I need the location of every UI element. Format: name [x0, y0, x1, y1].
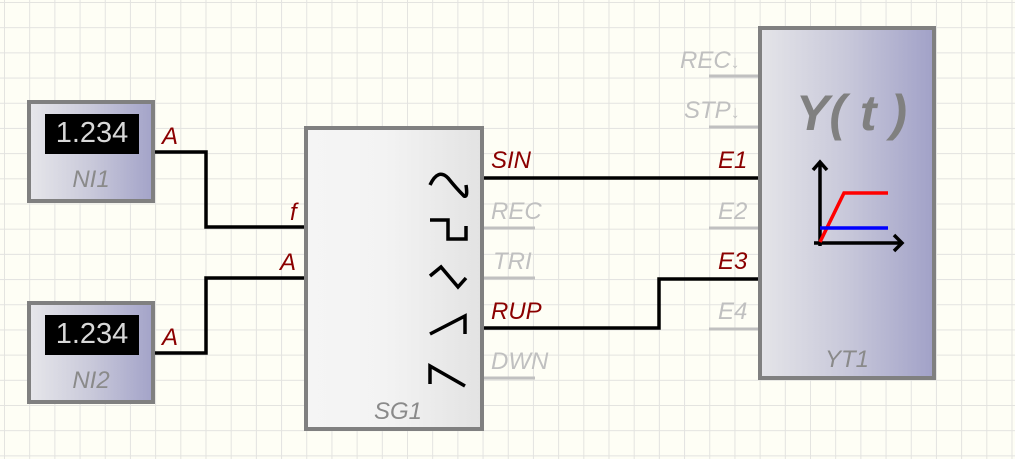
sg1-name: SG1	[373, 398, 423, 425]
sg1-output-tri-label: TRI	[493, 248, 532, 275]
yt-plot-icon	[811, 159, 905, 253]
ni1-block[interactable]: 1.234 NI1	[27, 100, 155, 203]
triangle-wave-icon	[428, 264, 468, 290]
red-trace	[818, 191, 888, 243]
yt1-input-e3-label: E3	[718, 248, 748, 275]
sg1-input-f-label: f	[290, 199, 297, 226]
sg1-output-rec-label: REC	[491, 198, 542, 225]
sg1-input-a-label: A	[280, 249, 297, 276]
sg1-output-rup-label: RUP	[491, 298, 542, 325]
yt1-rec-label: REC↓	[680, 47, 740, 74]
square-wave-icon	[430, 218, 468, 241]
sg1-output-dwn-label: DWN	[491, 348, 549, 375]
yt1-block[interactable]: Y( t ) YT1	[758, 26, 936, 380]
ni2-block[interactable]: 1.234 NI2	[27, 301, 155, 404]
yt1-name: YT1	[824, 346, 869, 373]
yt1-title: Y( t )	[796, 85, 908, 141]
sg1-output-sin-label: SIN	[491, 147, 532, 174]
ni1-output-label: A	[162, 123, 179, 150]
ni1-display: 1.234	[45, 114, 139, 154]
ni1-name: NI1	[72, 166, 110, 193]
yt1-input-e4-label: E4	[718, 298, 748, 325]
wire-ni2-to-sg1-a[interactable]	[155, 276, 306, 355]
x-axis-arrow	[814, 233, 905, 253]
sg1-block[interactable]: SG1	[304, 126, 484, 431]
y-axis-arrow	[811, 159, 829, 246]
ni2-display: 1.234	[45, 315, 139, 355]
ni2-output-label: A	[162, 324, 179, 351]
ni2-name: NI2	[72, 367, 110, 394]
down-arrow-icon: ↓	[730, 52, 740, 72]
ramp-up-icon	[429, 313, 467, 336]
yt1-stp-label: STP↓	[684, 97, 740, 124]
sine-wave-icon	[428, 172, 469, 198]
wire-rup-to-e3[interactable]	[482, 277, 760, 330]
down-arrow-icon: ↓	[730, 102, 740, 122]
yt1-input-e2-label: E2	[718, 198, 748, 225]
wire-ni1-to-sg1-f[interactable]	[155, 150, 306, 229]
yt1-input-e1-label: E1	[718, 147, 748, 174]
ramp-down-icon	[428, 362, 466, 388]
sg1-waveforms	[428, 172, 469, 388]
